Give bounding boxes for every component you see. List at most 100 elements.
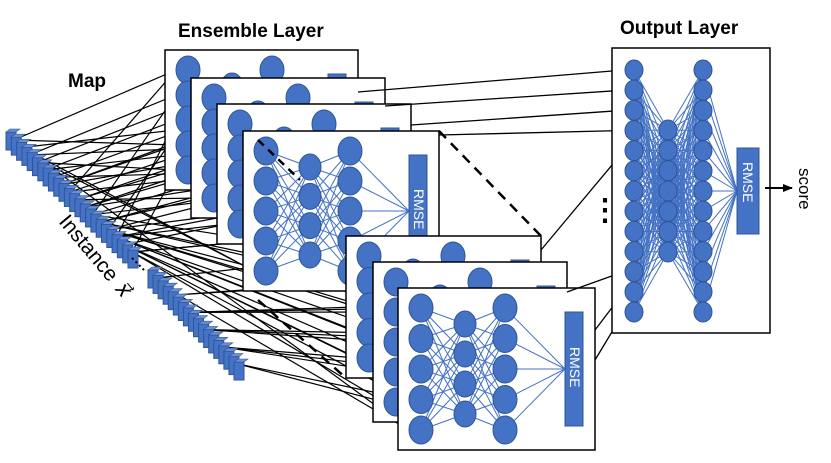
connection-line <box>667 69 704 253</box>
output-input-neuron <box>624 200 644 222</box>
ensemble-output-arrow <box>410 106 625 126</box>
output-layer: RMSE <box>611 47 771 334</box>
map-arrow <box>13 139 410 431</box>
output-input-neuron <box>624 120 644 141</box>
instance-cell-top <box>121 241 138 246</box>
connection-line <box>349 150 410 212</box>
map-arrow <box>29 94 177 156</box>
instance-cell-top <box>217 342 234 347</box>
connection-line <box>633 129 669 192</box>
instance-continuation-dots <box>131 257 147 273</box>
output-neuron <box>492 385 518 414</box>
instance-cell-top <box>5 128 21 133</box>
score-label-group: score <box>795 168 814 210</box>
connection-line <box>504 368 566 431</box>
instance-cell-top <box>207 331 224 336</box>
ensemble-layer-title: Ensemble Layer <box>178 21 324 42</box>
hidden-neuron <box>453 310 477 338</box>
input-neuron <box>253 166 279 196</box>
output-input-neuron <box>624 99 644 121</box>
ensemble-to-output-arrows <box>357 66 625 361</box>
output-input-neuron <box>624 220 644 242</box>
instance-cell-top <box>26 149 43 153</box>
input-neuron <box>408 354 434 384</box>
output-neuron <box>492 415 518 445</box>
instance-segment-lower <box>147 266 249 381</box>
ensemble-continuation-dash <box>257 299 347 379</box>
input-neuron <box>253 226 279 256</box>
input-neuron <box>408 293 434 323</box>
autoencoder-ensemble-lower-group-2: RMSE <box>397 287 596 451</box>
map-arrow <box>221 346 358 362</box>
instance-segment-upper <box>5 128 143 269</box>
instance-vector <box>5 128 249 381</box>
output-input-neuron <box>624 59 644 81</box>
map-arrow <box>68 69 177 193</box>
output-hidden-neuron <box>658 139 678 161</box>
hidden-neuron <box>298 241 322 269</box>
instance-cell-top <box>228 353 244 357</box>
instance-cell-top <box>79 200 96 205</box>
ensemble-output-arrow <box>540 149 625 251</box>
map-arrow <box>123 243 385 373</box>
output-output-neuron <box>693 160 713 182</box>
connection-line <box>420 323 466 431</box>
instance-cell-top <box>177 299 194 303</box>
map-label: Map <box>68 71 106 92</box>
instance-cell-top <box>192 315 209 320</box>
ensemble-output-arrow <box>438 126 625 136</box>
hidden-neuron <box>298 182 322 210</box>
rmse-label: RMSE <box>411 189 427 229</box>
rmse-box <box>564 311 584 427</box>
map-arrow <box>116 221 229 238</box>
instance-cell-top <box>84 205 101 210</box>
connection-line <box>633 129 669 313</box>
connection-line <box>667 251 704 313</box>
output-hidden-neuron <box>658 241 678 263</box>
connection-line <box>464 338 506 415</box>
connection-line <box>464 307 506 415</box>
hidden-neuron <box>298 212 322 240</box>
output-hidden-neuron <box>658 200 678 222</box>
instance-cell-top <box>52 174 69 179</box>
output-neuron <box>492 324 518 353</box>
instance-cell-top <box>21 144 37 148</box>
rmse-label: RMSE <box>567 347 583 387</box>
input-neuron <box>408 385 434 414</box>
instance-cell-top <box>31 154 48 158</box>
instance-vector-symbol: x⃗ <box>110 277 137 303</box>
output-input-neuron <box>624 180 644 202</box>
score-label: score <box>795 168 814 210</box>
connection-line <box>633 69 669 131</box>
connection-line <box>420 323 466 400</box>
instance-cell-top <box>47 169 64 174</box>
output-output-neuron <box>693 301 713 323</box>
output-output-neuron <box>693 281 713 303</box>
ensemble-output-arrow <box>357 66 625 93</box>
ellipsis-dots: ⋮ <box>590 194 620 227</box>
output-neuron <box>337 166 363 196</box>
instance-cell-top <box>36 159 53 164</box>
output-input-neuron <box>624 241 644 262</box>
ensemble-continuation-dash <box>257 139 301 181</box>
output-neuron <box>337 136 363 166</box>
connection-line <box>464 307 506 385</box>
instance-cell-top <box>95 215 112 220</box>
output-output-neuron <box>693 120 713 141</box>
input-neuron <box>253 256 279 286</box>
instance-cell-top <box>15 138 32 143</box>
ensemble-upper-group: RMSERMSERMSERMSE <box>164 49 440 292</box>
instance-cell-top <box>157 277 174 282</box>
input-neuron <box>253 196 279 226</box>
output-output-neuron <box>693 220 713 242</box>
instance-cell-top <box>68 190 85 194</box>
output-input-neuron <box>624 160 644 182</box>
instance-cell-top <box>212 337 229 341</box>
input-neuron <box>408 415 434 445</box>
map-arrow <box>45 119 177 171</box>
instance-cell-top <box>63 185 80 189</box>
connection-line <box>309 180 351 256</box>
output-input-neuron <box>624 301 644 323</box>
instance-cell-top <box>172 293 189 298</box>
